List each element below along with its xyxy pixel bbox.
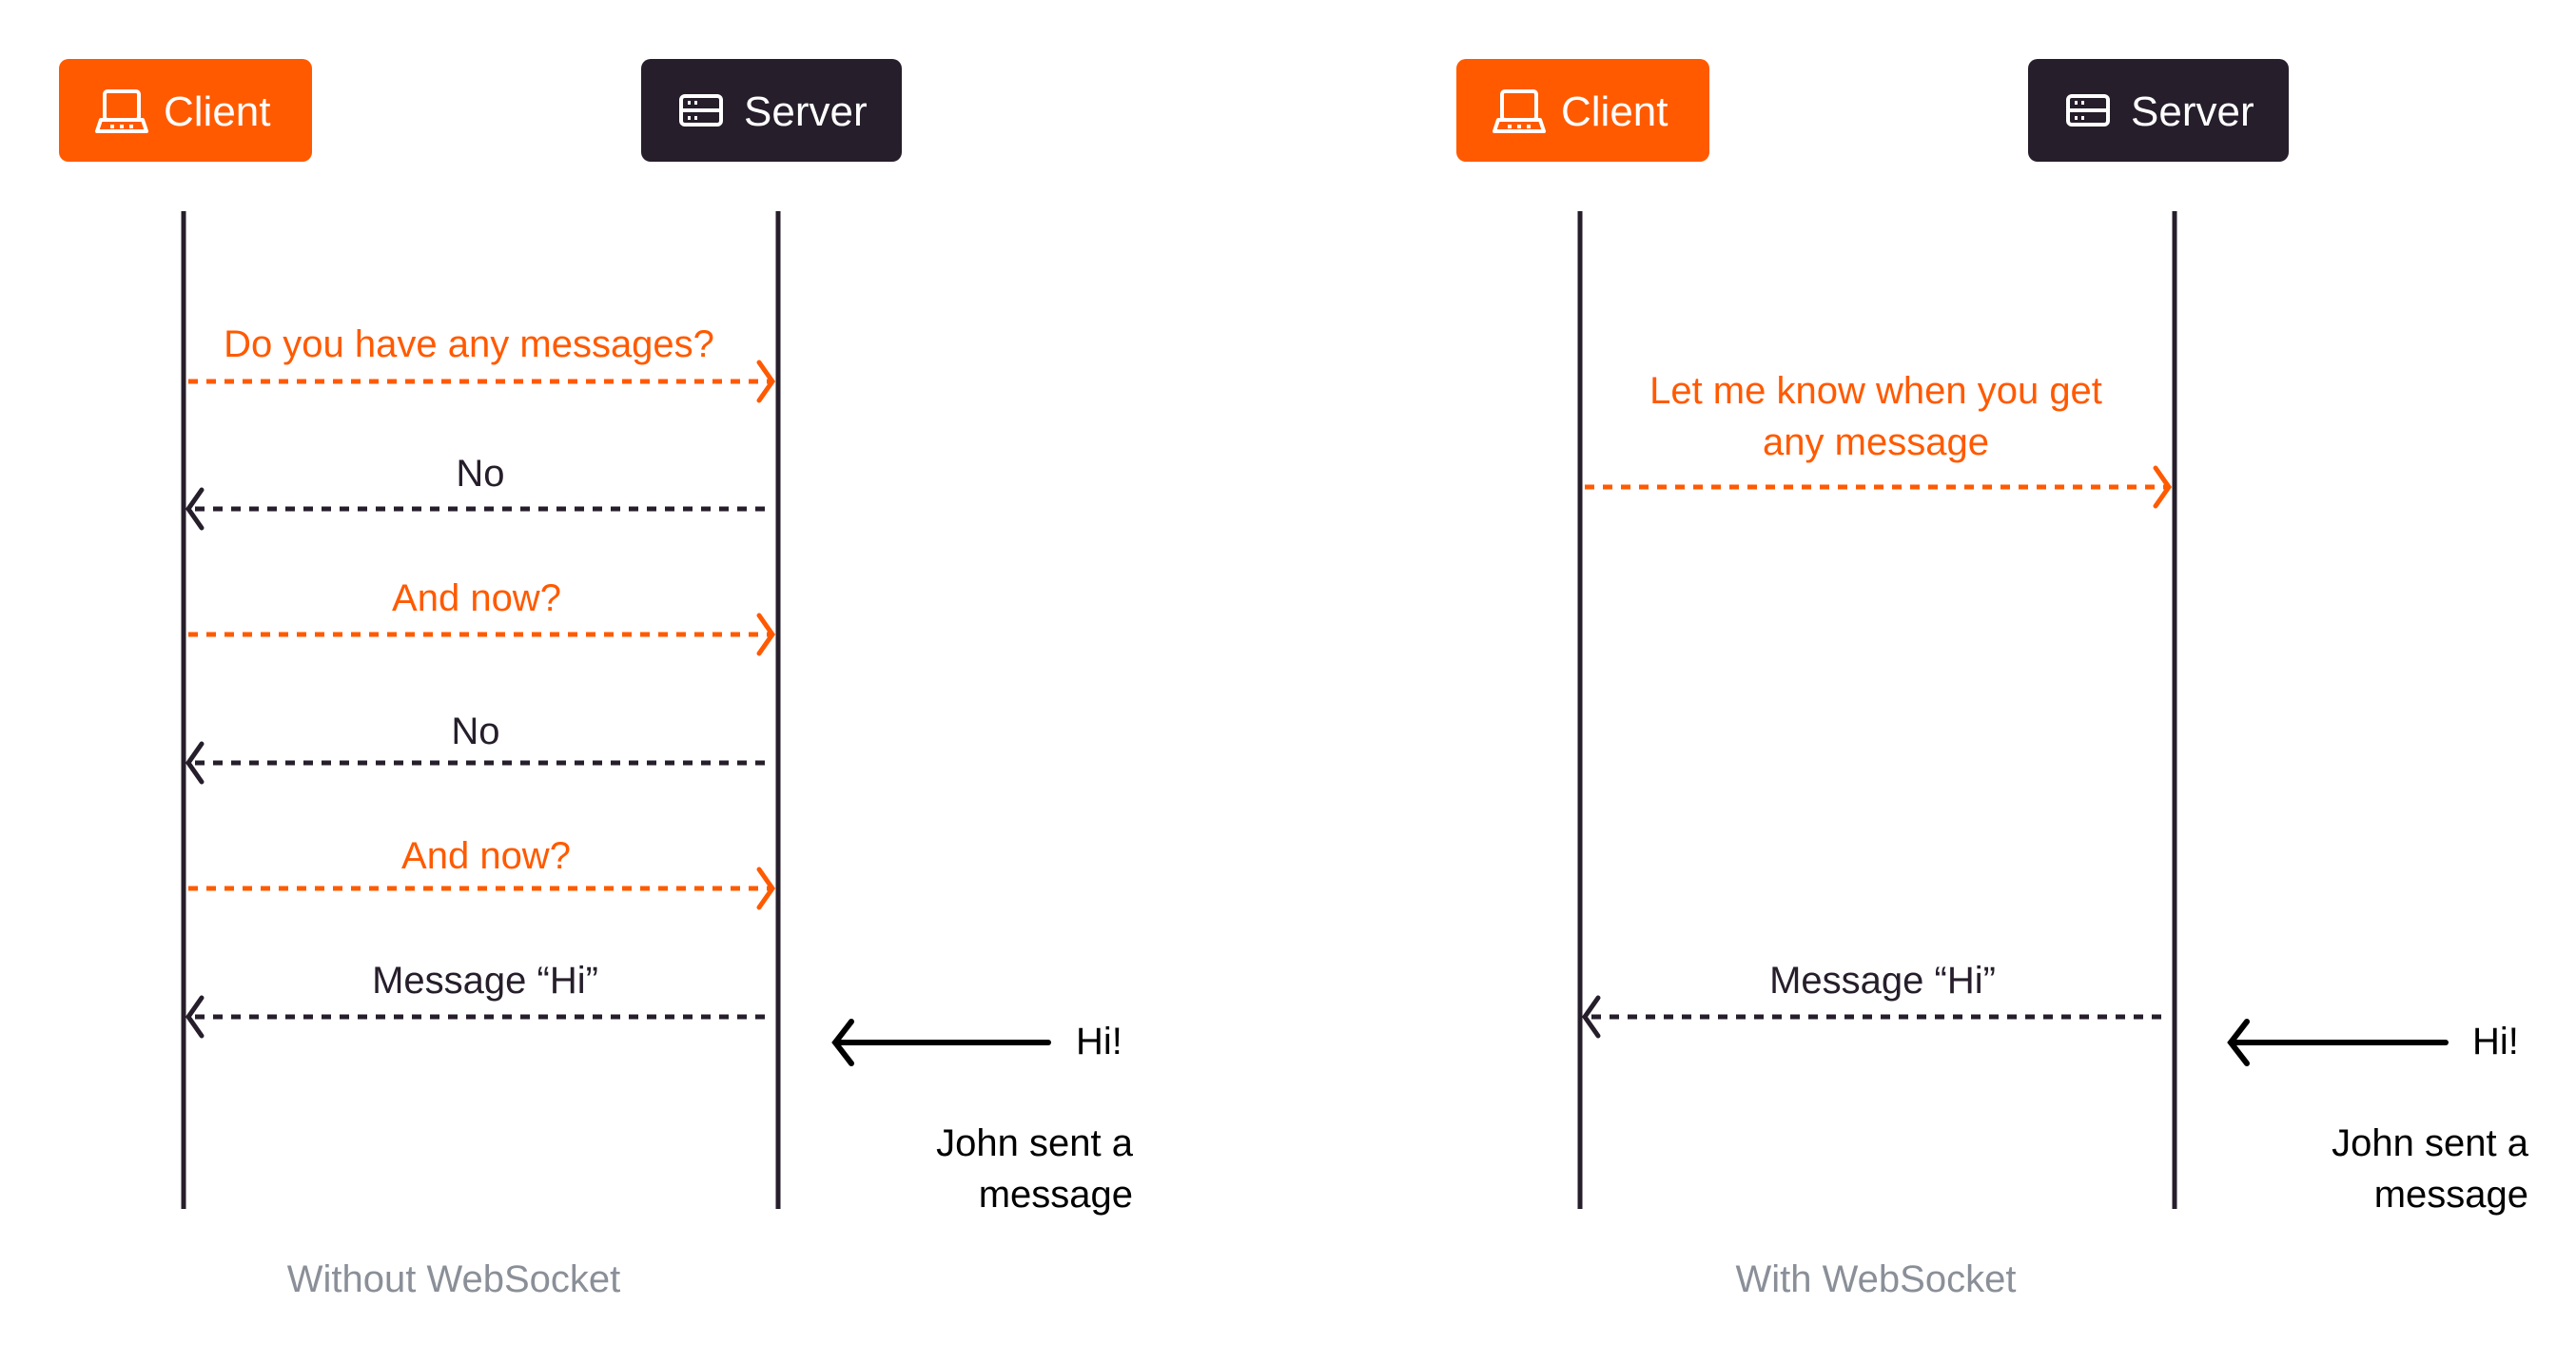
message-label: No <box>451 711 499 752</box>
message-label: Do you have any messages? <box>224 323 714 365</box>
request-arrow <box>188 867 776 910</box>
request-arrow <box>1585 465 2173 509</box>
request-arrow <box>188 360 776 403</box>
incoming-note-line2: message <box>979 1174 1133 1216</box>
client-box: Client <box>59 59 312 162</box>
message-label-line2: any message <box>1763 421 1989 463</box>
client-label: Client <box>1561 88 1669 135</box>
client-label: Client <box>164 88 271 135</box>
incoming-note-line1: John sent a <box>2332 1122 2529 1164</box>
server-icon <box>2066 94 2110 127</box>
panel-caption: Without WebSocket <box>287 1258 621 1300</box>
panel-caption: With WebSocket <box>1736 1258 2017 1300</box>
message-label: Message “Hi” <box>1769 960 1996 1002</box>
laptop-icon <box>1493 89 1546 133</box>
server-icon <box>679 94 723 127</box>
panel-without-websocket: Client Server Do you have any messages? … <box>59 59 1134 1300</box>
message-label-line1: Let me know when you get <box>1649 370 2102 412</box>
message-label: And now? <box>392 577 561 619</box>
server-label: Server <box>2131 88 2254 135</box>
incoming-note-line1: John sent a <box>936 1122 1134 1164</box>
message-label: No <box>456 453 504 495</box>
server-box: Server <box>641 59 902 162</box>
response-arrow <box>185 741 772 785</box>
incoming-message-arrow <box>2227 1019 2449 1066</box>
response-arrow <box>185 487 772 531</box>
request-arrow <box>188 613 776 656</box>
server-label: Server <box>744 88 868 135</box>
incoming-message-arrow <box>831 1019 1051 1066</box>
incoming-message-text: Hi! <box>1076 1021 1122 1062</box>
panel-with-websocket: Client Server Let me know when you get a… <box>1456 59 2529 1300</box>
response-arrow <box>185 995 772 1039</box>
message-label: And now? <box>401 835 571 877</box>
client-box: Client <box>1456 59 1709 162</box>
server-box: Server <box>2028 59 2289 162</box>
response-arrow <box>1581 995 2169 1039</box>
laptop-icon <box>95 89 148 133</box>
incoming-message-text: Hi! <box>2472 1021 2519 1062</box>
message-label: Message “Hi” <box>372 960 598 1002</box>
incoming-note-line2: message <box>2374 1174 2528 1216</box>
